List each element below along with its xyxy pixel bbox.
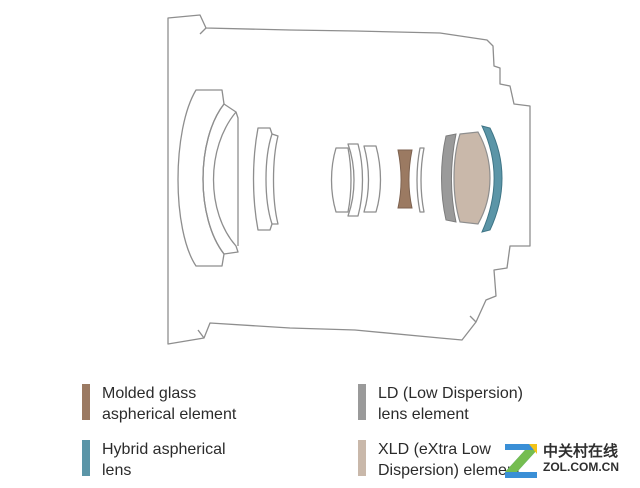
legend-swatch-molded bbox=[82, 384, 90, 420]
hybrid-aspherical-element bbox=[481, 125, 503, 233]
watermark-url-text: ZOL.COM.CN bbox=[543, 460, 619, 474]
legend-label-xld-line1: XLD (eXtra Low bbox=[378, 441, 491, 458]
legend-label-molded-line1: Molded glass bbox=[102, 385, 197, 402]
barrel-inner-line-bottom bbox=[197, 329, 205, 339]
middle-lens-b bbox=[347, 143, 364, 217]
zol-watermark: 中关村在线 ZOL.COM.CN bbox=[503, 438, 635, 482]
legend-label-ld-line2: lens element bbox=[378, 406, 469, 423]
middle-lens-c bbox=[363, 145, 382, 213]
front-meniscus-inner bbox=[202, 103, 239, 255]
legend-swatch-hybrid bbox=[82, 440, 90, 476]
lens-barrel-outline bbox=[167, 14, 531, 345]
barrel-inner-line-top bbox=[199, 27, 207, 35]
front-meniscus-flange bbox=[235, 111, 239, 246]
ld-element bbox=[441, 133, 457, 223]
xld-element bbox=[453, 131, 491, 225]
lens-cross-section-diagram bbox=[167, 14, 531, 345]
second-meniscus bbox=[252, 127, 273, 231]
legend-label-xld-line2: Dispersion) element bbox=[378, 462, 521, 479]
legend-label-molded-line2: aspherical element bbox=[102, 406, 237, 423]
watermark-cn-text: 中关村在线 bbox=[543, 442, 619, 460]
molded-aspherical-element bbox=[397, 149, 413, 209]
legend-label-hybrid-line1: Hybrid aspherical bbox=[102, 441, 226, 458]
legend-label-ld-line1: LD (Low Dispersion) bbox=[378, 385, 523, 402]
legend-swatch-xld bbox=[358, 440, 366, 476]
legend-swatch-ld bbox=[358, 384, 366, 420]
middle-lens-a bbox=[330, 147, 352, 213]
front-meniscus-outer bbox=[177, 89, 225, 267]
second-meniscus-rear bbox=[271, 133, 279, 225]
barrel-mount-line bbox=[469, 315, 477, 323]
z-logo-icon bbox=[505, 444, 537, 478]
thin-meniscus bbox=[416, 147, 425, 213]
legend-label-hybrid-line2: lens bbox=[102, 462, 132, 479]
